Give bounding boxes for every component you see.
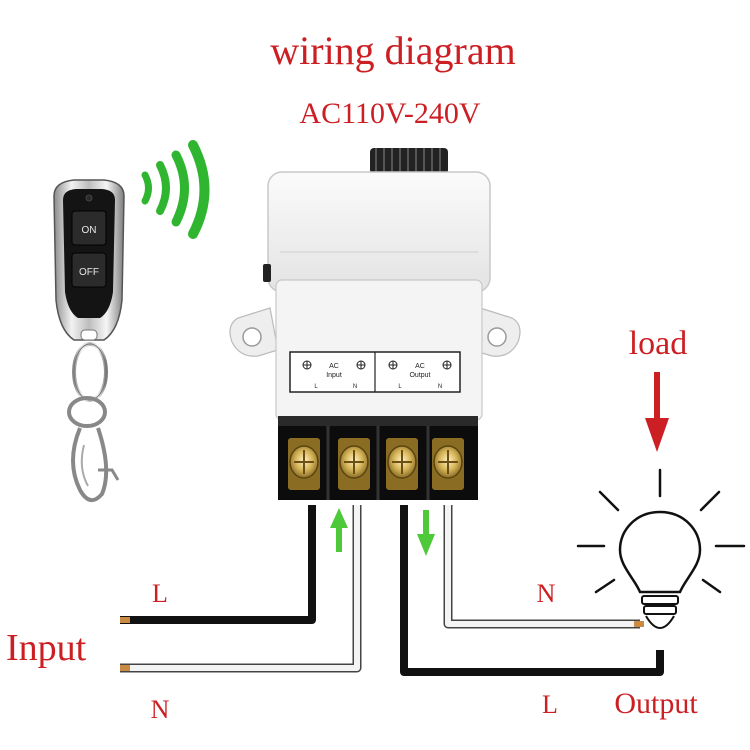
- antenna-coil: [370, 148, 448, 174]
- screw-symbol-icon: [302, 360, 452, 370]
- input-n-label: N: [151, 695, 170, 724]
- remote-control: ON OFF: [53, 179, 125, 341]
- remote-off-label: OFF: [79, 267, 99, 278]
- strip-ac-output-top: AC: [415, 363, 425, 370]
- strip-l1-label: L: [314, 384, 318, 390]
- load-arrow-icon: [645, 372, 669, 452]
- strip-n1-label: N: [353, 384, 357, 390]
- output-n-label: N: [537, 579, 556, 608]
- relay-module: AC Input AC Output L N L N: [229, 171, 521, 500]
- strip-l2-label: L: [398, 384, 402, 390]
- remote-off-button: [71, 252, 107, 288]
- mount-hole-left: [242, 327, 262, 347]
- keyring: [67, 342, 120, 502]
- terminal-screws: [288, 438, 464, 490]
- arrow-down-icon: [417, 510, 435, 556]
- input-wires: [120, 505, 362, 673]
- remote-on-label: ON: [82, 225, 97, 236]
- voltage-label: AC110V-240V: [299, 97, 480, 130]
- output-wires: [400, 505, 664, 676]
- input-l-label: L: [152, 579, 168, 608]
- diagram-title: wiring diagram: [270, 28, 516, 73]
- output-l-label: L: [542, 690, 558, 719]
- light-bulb-icon: [576, 468, 746, 629]
- strip-n2-label: N: [438, 384, 442, 390]
- strip-input-label: Input: [326, 372, 342, 379]
- load-label: load: [629, 325, 688, 362]
- input-label: Input: [6, 627, 87, 669]
- wireless-signal-icon: [141, 140, 210, 239]
- arrow-up-icon: [330, 508, 348, 552]
- output-label: Output: [614, 687, 698, 720]
- strip-output-label: Output: [409, 372, 430, 379]
- strip-ac-input-top: AC: [329, 363, 339, 370]
- mount-hole-right: [487, 327, 507, 347]
- remote-on-button: [71, 210, 107, 246]
